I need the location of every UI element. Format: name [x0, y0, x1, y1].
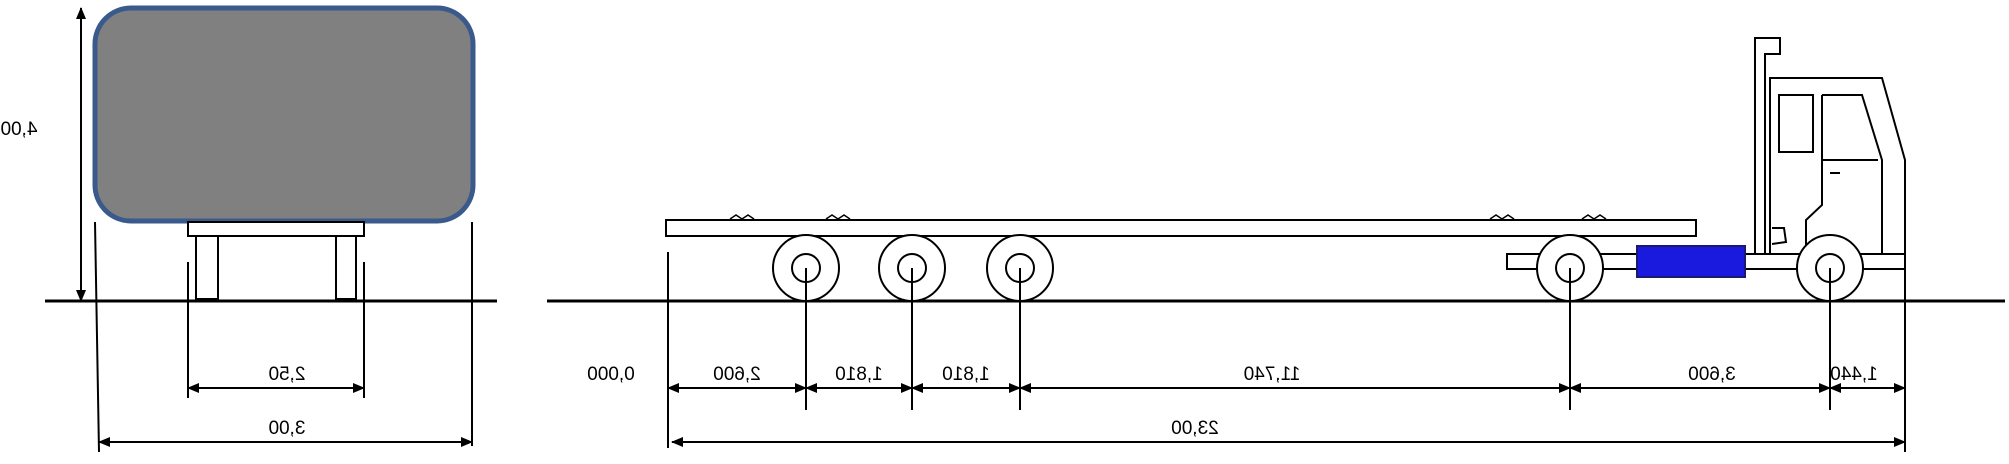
cargo-front-block — [92, 5, 476, 224]
segment-label: 3,600 — [1688, 364, 1736, 385]
front-deck — [187, 221, 365, 237]
segment-label: 1,810 — [835, 364, 883, 385]
outer-width-label: 3,00 — [269, 418, 306, 439]
fuel-tank — [1636, 245, 1746, 278]
trailer-deck — [665, 219, 1697, 237]
origin-label: 0,000 — [587, 364, 635, 385]
segment-label: 1,440 — [1830, 364, 1878, 385]
side-view: 0,000 2,600 1,810 1,810 11,740 3,600 1,4… — [547, 37, 2005, 452]
inner-width-label: 2,50 — [269, 364, 306, 385]
segment-label: 11,740 — [1244, 364, 1301, 385]
cab-inner-line — [1771, 227, 1788, 245]
front-support-right — [335, 235, 357, 300]
segment-labels: 2,600 1,810 1,810 11,740 3,600 1,440 — [713, 364, 1878, 385]
cab-rear-window — [1778, 94, 1814, 153]
cab-door — [1805, 94, 1883, 254]
total-length-label: 23,00 — [1171, 418, 1219, 439]
segment-label: 2,600 — [713, 364, 761, 385]
exhaust-stack — [1754, 37, 1781, 254]
front-view: 4,00 2,50 3,00 — [1, 5, 497, 453]
side-extension-lines — [667, 160, 1906, 452]
tie-down-marks — [729, 214, 1607, 220]
front-support-left — [195, 235, 219, 300]
segment-label: 1,810 — [942, 364, 990, 385]
outer-width-ext-left — [94, 221, 100, 453]
height-label: 4,00 — [1, 119, 38, 140]
